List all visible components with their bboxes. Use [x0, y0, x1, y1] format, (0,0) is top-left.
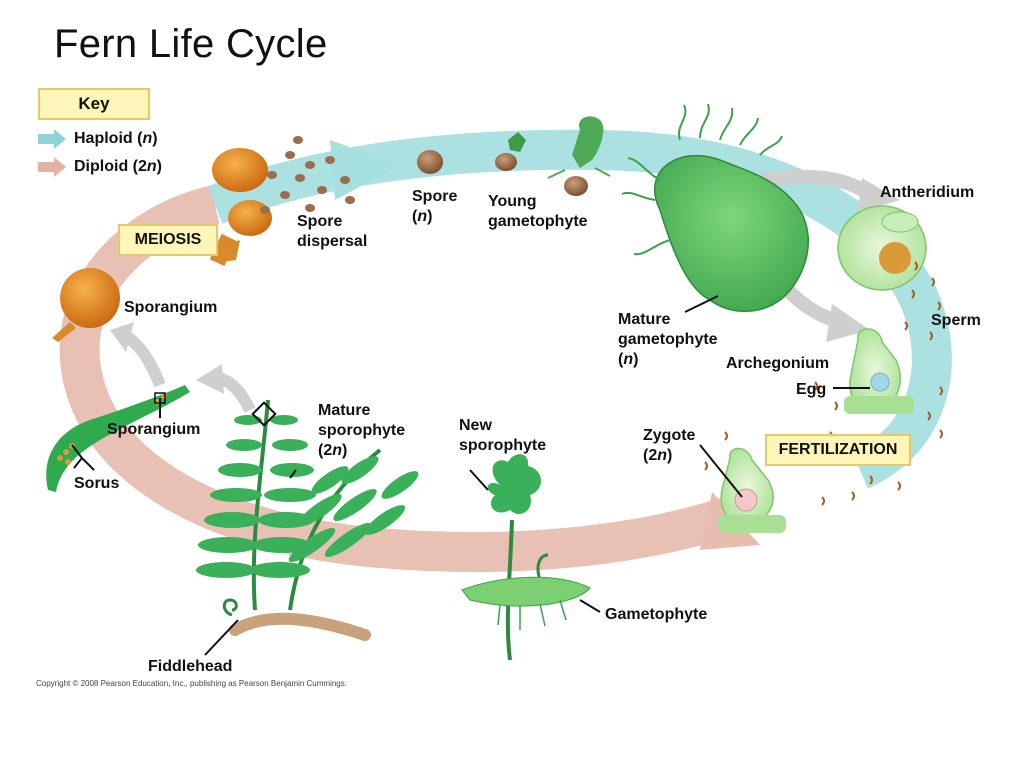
copyright-text: Copyright © 2008 Pearson Education, Inc.…: [36, 679, 347, 688]
dispersing-spores: [260, 136, 355, 214]
leader-lines: [71, 295, 870, 656]
fiddlehead-coil: [222, 598, 238, 617]
page-title: Fern Life Cycle: [54, 22, 328, 66]
key-diploid-symbol: n: [146, 158, 157, 175]
sporangium-top-label: Sporangium: [124, 299, 218, 316]
gametophyte-under-sporophyte: [461, 576, 591, 630]
key-diploid-label: Diploid (2: [74, 158, 147, 175]
spore-label: Spore (n): [412, 188, 458, 225]
pinna-with-sori: [46, 385, 190, 492]
antheridium-label: Antheridium: [880, 184, 975, 201]
key-haploid-close: ): [152, 130, 158, 147]
haploid-arrowhead-top: [330, 140, 400, 200]
spore: [417, 150, 443, 174]
fertilization-tag: FERTILIZATION: [765, 434, 911, 466]
gametophyte-label: Gametophyte: [605, 606, 708, 623]
archegonium-structure: [844, 328, 914, 414]
sporangium-releasing-spores: [209, 148, 272, 267]
sperm-label: Sperm: [931, 312, 981, 329]
rhizome: [229, 612, 371, 641]
sorus-label: Sorus: [74, 475, 120, 492]
key-diploid: Diploid (2n): [38, 156, 162, 178]
zygote-label: Zygote (2n): [643, 427, 696, 464]
young-gametophyte-large: [547, 116, 611, 196]
zygote-structure: [718, 447, 786, 533]
mature-sporophyte: [196, 399, 419, 641]
key-diploid-close: ): [156, 158, 162, 175]
sporangium-bottom-label: Sporangium: [107, 421, 201, 438]
archegonium-label: Archegonium: [726, 355, 830, 372]
fiddlehead-label: Fiddlehead: [148, 658, 233, 675]
key-heading: Key: [38, 88, 150, 120]
haploid-arrow-icon: [38, 129, 66, 149]
mature-gametophyte: [621, 103, 809, 312]
diploid-cycle-band: [59, 185, 768, 572]
egg-label: Egg: [796, 381, 827, 398]
key-haploid: Haploid (n): [38, 128, 158, 150]
key-haploid-symbol: n: [142, 130, 153, 147]
sperm-cells: [704, 261, 943, 506]
mature-sporophyte-label: Mature sporophyte (2n): [318, 402, 406, 459]
young-gametophyte-label: Young gametophyte: [488, 193, 588, 230]
meiosis-tag: MEIOSIS: [118, 224, 218, 256]
diploid-arrow-icon: [38, 157, 66, 177]
key-haploid-label: Haploid (: [74, 130, 143, 147]
arrow-to-sporangium: [121, 330, 166, 388]
spore-dispersal-label: Spore dispersal: [297, 213, 368, 250]
new-sporophyte-label: New sporophyte: [459, 417, 547, 454]
antheridium-structure: [837, 205, 927, 291]
sporangium-closed: [52, 268, 120, 342]
mature-gametophyte-label: Mature gametophyte (n): [618, 311, 718, 368]
young-gametophyte-small: [495, 132, 526, 171]
